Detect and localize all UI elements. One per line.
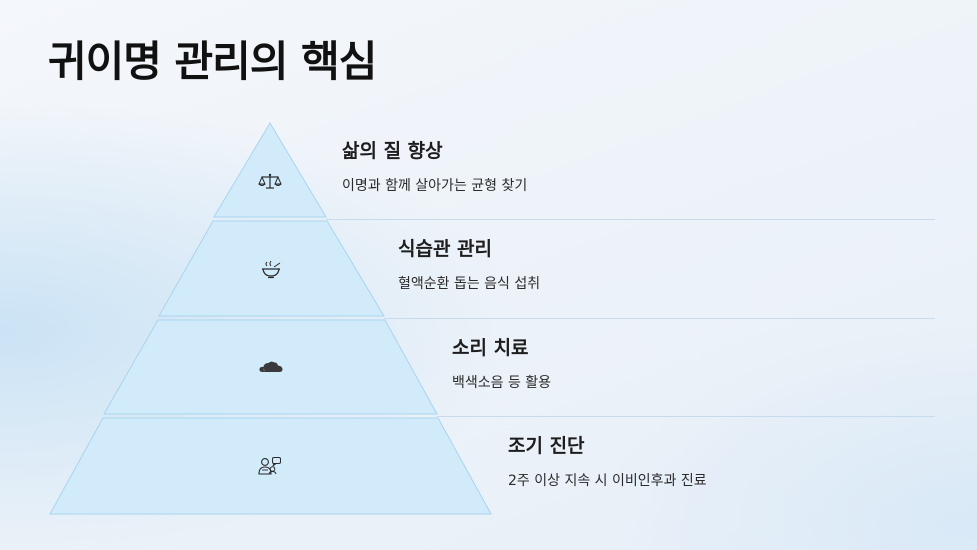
tier-divider [437,416,935,417]
pyramid-tier-4 [49,417,492,515]
tier-label-2: 식습관 관리 혈액순환 돕는 음식 섭취 [398,237,540,293]
tier-description: 혈액순환 돕는 음식 섭취 [398,276,541,292]
doctor-consultation-icon [256,456,284,476]
tier-heading: 삶의 질 향상 [342,140,443,162]
tier-label-3: 소리 치료 백색소음 등 활용 [452,336,551,392]
tier-divider [326,219,935,220]
tier-description: 2주 이상 지속 시 이비인후과 진료 [508,473,707,489]
page-title: 귀이명 관리의 핵심 [48,37,377,86]
cloud-icon [257,359,285,379]
food-bowl-icon [257,260,285,280]
tier-label-1: 삶의 질 향상 이명과 함께 살아가는 균형 찾기 [342,139,527,195]
tier-heading: 조기 진단 [508,435,585,457]
tier-description: 이명과 함께 살아가는 균형 찾기 [342,178,528,194]
pyramid-tier-1 [213,122,327,218]
tier-description: 백색소음 등 활용 [452,375,552,391]
tier-divider [384,318,935,319]
balance-scale-icon [256,173,284,193]
tier-label-4: 조기 진단 2주 이상 지속 시 이비인후과 진료 [508,434,707,490]
tier-heading: 식습관 관리 [398,238,493,260]
tier-heading: 소리 치료 [452,337,529,359]
